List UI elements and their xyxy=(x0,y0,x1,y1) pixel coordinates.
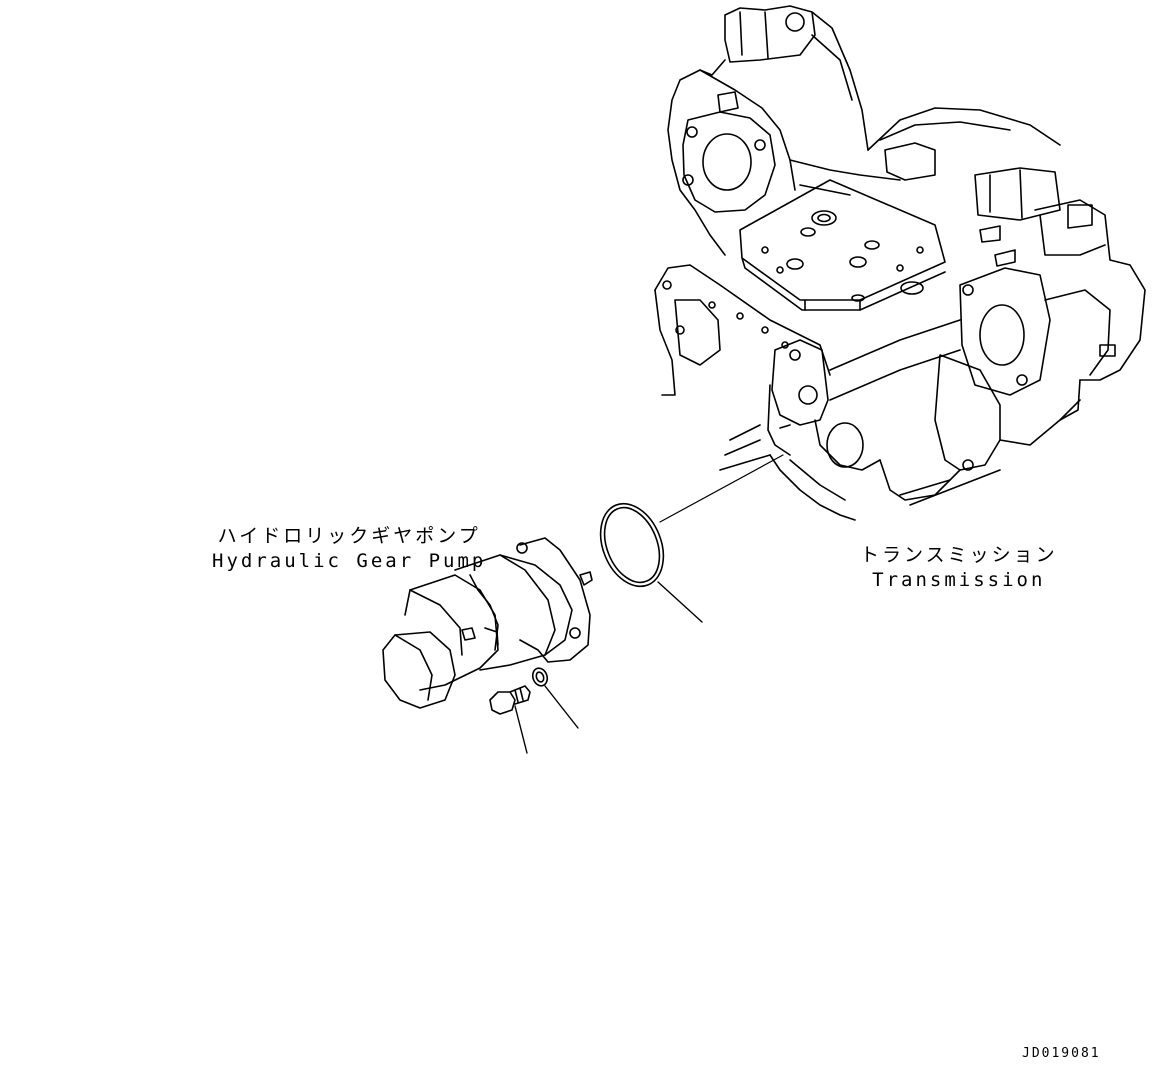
drawing-id: JD019081 xyxy=(1022,1046,1101,1061)
transmission-label-jp: トランスミッション xyxy=(860,544,1058,566)
transmission-label: トランスミッション Transmission xyxy=(860,543,1058,593)
o-ring-alignment-line xyxy=(659,454,784,523)
pump-label-jp: ハイドロリックギヤポンプ xyxy=(217,525,481,547)
transmission-housing xyxy=(654,5,1146,521)
transmission-label-en: Transmission xyxy=(872,569,1046,591)
hydraulic-gear-pump xyxy=(382,537,593,715)
bolt-leader-line xyxy=(514,705,528,754)
o-ring-leader-line xyxy=(657,581,703,623)
washer-leader-line xyxy=(544,685,579,729)
pump-label-en: Hydraulic Gear Pump xyxy=(212,550,487,572)
hydraulic-gear-pump-label: ハイドロリックギヤポンプ Hydraulic Gear Pump xyxy=(212,524,486,574)
o-ring xyxy=(599,502,665,588)
